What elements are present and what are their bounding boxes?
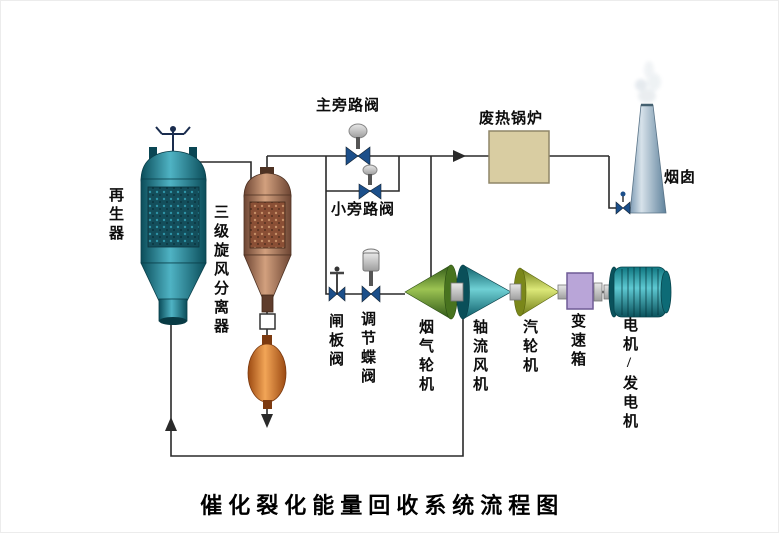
label-small-bypass-valve: 小旁路阀 [331,202,396,218]
square-valve-icon [259,313,276,330]
chimney-stack [615,61,667,215]
label-chimney: 烟囱 [664,170,697,186]
cyclone-separator-vessel [243,167,292,313]
label-waste-heat-boiler: 废热锅炉 [479,111,544,127]
top-instrument-icon [155,126,191,151]
chimney-drain-valve-icon [615,191,631,215]
waste-heat-boiler-box [488,130,550,184]
arrow-to-boiler [453,150,466,162]
gearbox-box [566,272,594,310]
catalyst-hopper [247,335,287,409]
label-axial-fan: 轴流风机 [471,319,487,395]
label-butterfly-valve: 调节蝶阀 [359,311,375,387]
axial-fan-shape [456,264,512,320]
arrow-air-up [165,417,177,431]
pipe-lines [170,155,633,457]
flow-arrows [165,150,466,431]
label-gearbox: 变速箱 [569,313,585,370]
label-regenerator: 再生器 [107,187,123,244]
label-main-bypass-valve: 主旁路阀 [316,98,381,114]
gate-valve-icon [328,266,346,302]
motor-generator-shape [608,266,672,318]
arrow-catalyst-down [261,414,273,428]
diagram-title: 催化裂化能量回收系统流程图 [200,493,565,518]
main-bypass-valve-icon [345,123,371,166]
butterfly-valve-icon [361,248,381,303]
label-steam-turbine: 汽轮机 [521,319,537,376]
label-flue-gas-turbine: 烟气轮机 [417,319,433,395]
small-bypass-valve-icon [358,164,382,200]
regenerator-vessel [140,126,207,325]
label-gate-valve: 闸板阀 [327,313,343,370]
label-motor-generator: 电机/发电机 [621,317,637,432]
smoke-plume [635,61,661,103]
label-cyclone: 三级旋风分离器 [212,204,228,337]
